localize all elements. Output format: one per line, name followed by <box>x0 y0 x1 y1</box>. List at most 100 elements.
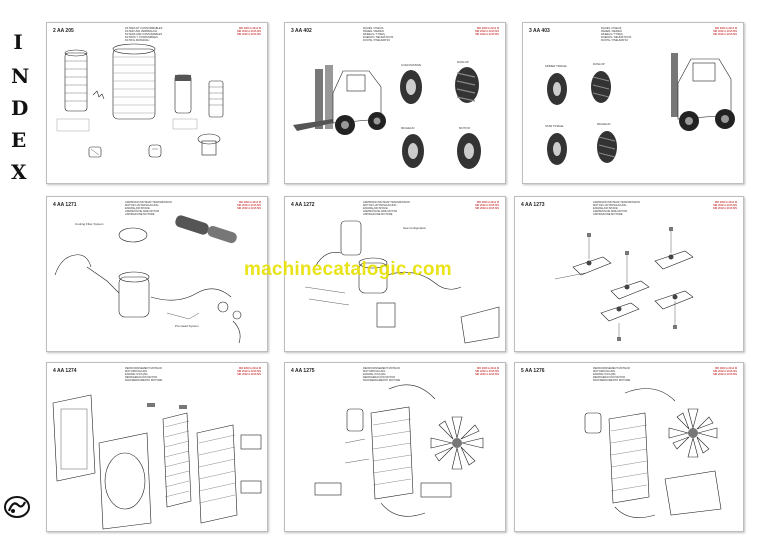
page-code: 3 AA 403 <box>529 28 550 34</box>
engine-mount-bracket-icon <box>572 250 694 322</box>
breather-filter-icon <box>88 146 102 158</box>
tire-michelin-icon <box>402 134 424 168</box>
tire-motivo-icon <box>457 133 481 169</box>
radiator-icon <box>608 412 650 504</box>
fan-icon <box>668 408 718 458</box>
air-cleaner-housing-icon <box>118 271 150 318</box>
fan-shroud-icon <box>98 432 152 530</box>
mount-bracket-icon <box>376 302 396 328</box>
index-letter-e: E <box>11 128 27 152</box>
page-code: 4 AA 1275 <box>291 368 315 374</box>
tire-label-michelin: MICHELIN <box>401 126 414 130</box>
tire-label-dunlop: DUNLOP <box>457 60 469 64</box>
oil-filter-icon <box>174 74 192 114</box>
fan-icon <box>430 416 484 470</box>
page-code: 4 AA 1271 <box>53 202 77 208</box>
radiator-icon <box>370 406 414 500</box>
expansion-tank-icon <box>346 408 364 432</box>
filter-cap-icon <box>148 144 162 158</box>
tire-load-passive-icon <box>400 70 422 104</box>
page-code: 4 AA 1274 <box>53 368 77 374</box>
tire-label-load-passive: LOAD PASSIVE <box>401 63 421 67</box>
forklift-icon <box>293 65 386 135</box>
fuel-filter-icon <box>208 80 224 118</box>
air-filter-cartridge-icon <box>64 49 88 112</box>
outlet-hose-icon <box>232 320 241 344</box>
page-code: 5 AA 1276 <box>521 368 545 374</box>
upper-hose-icon <box>624 388 676 402</box>
tire-label-star-triage: STAR TRIAGE <box>545 124 564 128</box>
tire-label-spider-triage: SPIDER TRIAGE <box>545 64 567 68</box>
radiator-frame-icon <box>52 394 96 482</box>
cooling-system-illustration <box>314 384 484 517</box>
lower-hose-icon <box>614 506 656 518</box>
page-code: 4 AA 1273 <box>521 202 545 208</box>
air-filter-element-icon <box>175 215 237 244</box>
watermark-text: machinecatalogic.com <box>244 259 452 280</box>
tire-label-motivo: MOTIVO <box>459 126 471 130</box>
oil-cooler-icon <box>196 424 238 524</box>
pipe-icon <box>86 266 120 294</box>
air-cleaner-housing-icon <box>358 257 388 294</box>
silent-block-icon <box>586 254 678 312</box>
intercooler-icon <box>314 482 342 496</box>
brand-logo-icon <box>4 496 30 518</box>
bolt-icon <box>587 227 677 341</box>
index-letter-x: X <box>11 160 27 184</box>
upper-hose-icon <box>388 384 436 400</box>
tire-michelin-icon <box>597 131 617 163</box>
pointer-hand-icon <box>92 90 105 100</box>
label-cooling-filter-system: Cooling Filter System <box>75 222 104 226</box>
index-letter-i: I <box>13 30 23 54</box>
main-air-filter-icon <box>112 43 156 120</box>
support-frame-icon <box>664 470 722 516</box>
bracket-icon <box>460 306 500 344</box>
tire-label-dunlop: DUNLOP <box>593 62 605 66</box>
hose-icon <box>314 252 342 268</box>
cooling-system-illustration <box>538 388 722 518</box>
forklift-icon <box>671 53 735 131</box>
forklift-wheels-illustration: SPIDER TRIAGE DUNLOP STAR TRIAGE MICHELI… <box>545 53 735 165</box>
duct-icon <box>150 288 232 301</box>
cooling-system-illustration <box>52 394 262 530</box>
oil-cooler-icon <box>420 482 452 498</box>
air-cleaner-icon <box>340 220 362 256</box>
page-code: 2 AA 205 <box>53 28 74 34</box>
tire-star-triage-icon <box>547 133 567 165</box>
label-new-configuration: New Configuration <box>403 226 426 230</box>
duct-icon <box>386 272 462 290</box>
radiator-core-icon <box>162 412 192 508</box>
air-cleaner-lid-icon <box>118 227 148 243</box>
index-letter-d: D <box>11 96 29 120</box>
air-intake-illustration: Cooling Filter System Pre-Head System <box>54 215 242 344</box>
tire-spider-triage-icon <box>547 73 567 105</box>
page-code: 4 AA 1272 <box>291 202 315 208</box>
intake-hose-icon <box>54 254 92 276</box>
page-code: 3 AA 402 <box>291 28 312 34</box>
